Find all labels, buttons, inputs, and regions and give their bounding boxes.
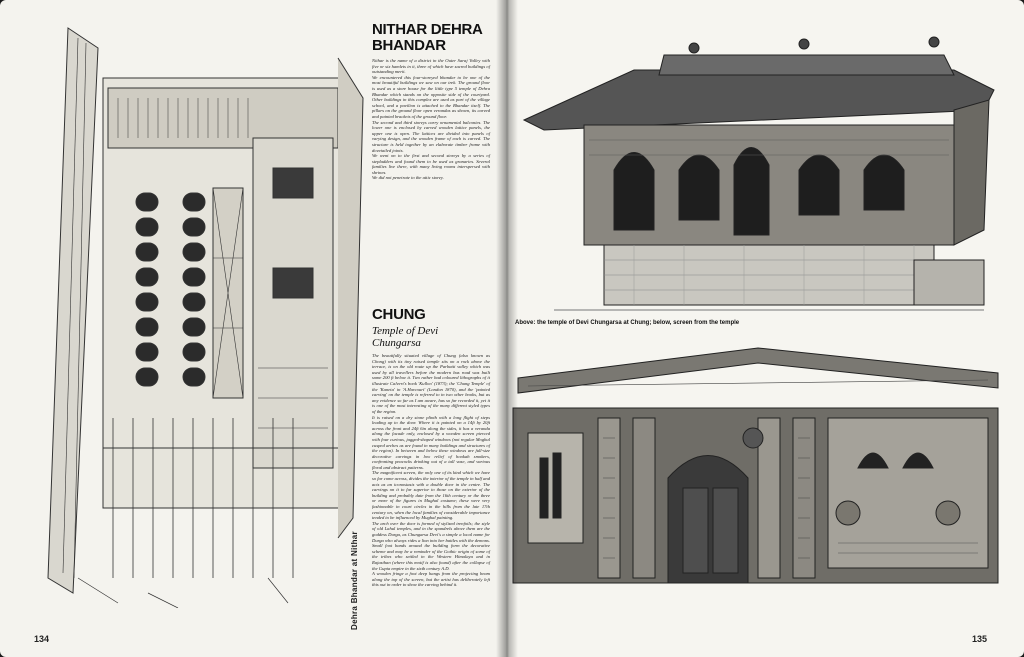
- paragraph: The second and third storeys carry ornam…: [372, 119, 490, 153]
- subheading-line-1: Temple of Devi: [372, 325, 439, 337]
- section-subheading: Temple of Devi Chungarsa: [372, 325, 490, 349]
- paragraph: The arch over the door is formed of styl…: [372, 520, 490, 571]
- subheading-line-2: Chungarsa: [372, 337, 421, 349]
- text-column: NITHAR DEHRA BHANDAR Nithar is the name …: [372, 22, 490, 642]
- paragraph: A wooden fringe a foot deep hangs from t…: [372, 571, 490, 588]
- section-heading-nithar: NITHAR DEHRA BHANDAR: [372, 22, 490, 54]
- section-chung: CHUNG Temple of Devi Chungarsa The beaut…: [372, 307, 490, 588]
- paragraph: The beautifully situated village of Chun…: [372, 353, 490, 414]
- section2-body: The beautifully situated village of Chun…: [372, 353, 490, 588]
- paragraph: Nithar is the name of a district in the …: [372, 58, 490, 75]
- heading-line-1: NITHAR DEHRA: [372, 21, 483, 38]
- vertical-caption: Dehra Bhandar at Nithar: [350, 531, 359, 630]
- paragraph: It is raised on a dry stone plinth with …: [372, 414, 490, 470]
- book-gutter: [496, 0, 518, 657]
- page-number-right: 135: [972, 634, 988, 644]
- dehra-bhandar-drawing: [47, 27, 364, 608]
- page-number-left: 134: [34, 634, 50, 644]
- temple-photo: [522, 36, 995, 311]
- section-heading-chung: CHUNG: [372, 306, 426, 323]
- section1-body: Nithar is the name of a district in the …: [372, 58, 490, 181]
- screen-photo: [512, 347, 999, 584]
- paragraph: The magnificent screen, the only one of …: [372, 470, 490, 521]
- heading-line-2: BHANDAR: [372, 37, 446, 54]
- paragraph: We did not penetrate to the attic storey…: [372, 175, 444, 181]
- photo-caption: Above: the temple of Devi Chungarsa at C…: [515, 320, 740, 326]
- paragraph: We encountered this four-storeyed bhanda…: [372, 74, 490, 119]
- paragraph: We went on to the first and second store…: [372, 153, 490, 175]
- left-page: Dehra Bhandar at Nithar 134 NITHAR DEHRA…: [0, 0, 506, 657]
